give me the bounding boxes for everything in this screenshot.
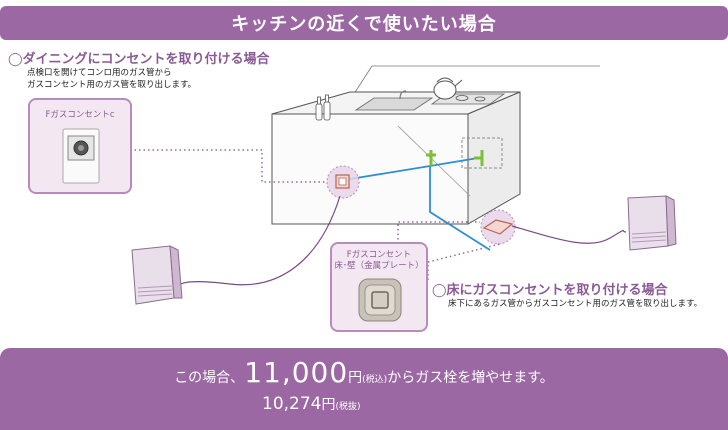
leader-lines [130,149,501,280]
price-tax-in-note: (税込) [362,375,388,385]
header-title: キッチンの近くで使いたい場合 [231,14,497,35]
metal-plate-outlet-icon [358,278,402,322]
gas-heater-right-icon [627,195,677,251]
pipe-connectors [426,150,484,166]
faucet [399,90,407,100]
card-floor-label-2: 床･壁（金属プレート） [334,261,424,271]
card-floor-label-1: Fガスコンセント [346,250,412,260]
price-line: この場合、11,000円(税込)からガス栓を増やせます。 [0,356,728,389]
sink [354,97,434,111]
floor-outlet-marker [480,209,516,245]
price-footer: この場合、11,000円(税込)からガス栓を増やせます。 10,274円(税抜) [0,348,728,430]
price-tax-included: 11,000 [244,356,349,389]
kitchen-counter [271,77,521,225]
price-suffix: からガス栓を増やせます。 [387,370,554,386]
bottles-icon [315,94,331,121]
card-gas-outlet-c: Fガスコンセントc [28,98,132,194]
dining-caption-title: ◯ダイニングにコンセントを取り付ける場合 [8,52,270,67]
price-tax-ex-note: (税抜) [335,402,361,412]
price-ex-line: 10,274円(税抜) [262,394,361,414]
header-banner: キッチンの近くで使いたい場合 [0,6,728,40]
kettle-icon [433,77,463,100]
dining-outlet-marker [326,165,360,199]
price-yen: 円 [348,370,363,386]
floor-caption-title: ◯床にガスコンセントを取り付ける場合 [432,283,668,298]
inspection-hatch [461,137,503,169]
card-gas-outlet-floor-wall: Fガスコンセント 床･壁（金属プレート） [330,242,428,332]
card-c-label: Fガスコンセントc [45,110,115,120]
price-prefix: この場合、 [174,370,245,386]
gas-outlet-c-icon [62,128,100,184]
price-ex-yen: 円 [321,397,336,413]
dining-caption-line-1: 点検口を開けてコンロ用のガス管から [27,68,172,78]
price-tax-excluded: 10,274 [262,394,322,414]
floor-caption-line: 床下にあるガス管からガスコンセント用のガス管を取り出します。 [448,299,703,309]
gas-heater-left-icon [131,245,183,305]
dining-caption-line-2: ガスコンセント用のガス管を取り出します。 [27,80,197,90]
